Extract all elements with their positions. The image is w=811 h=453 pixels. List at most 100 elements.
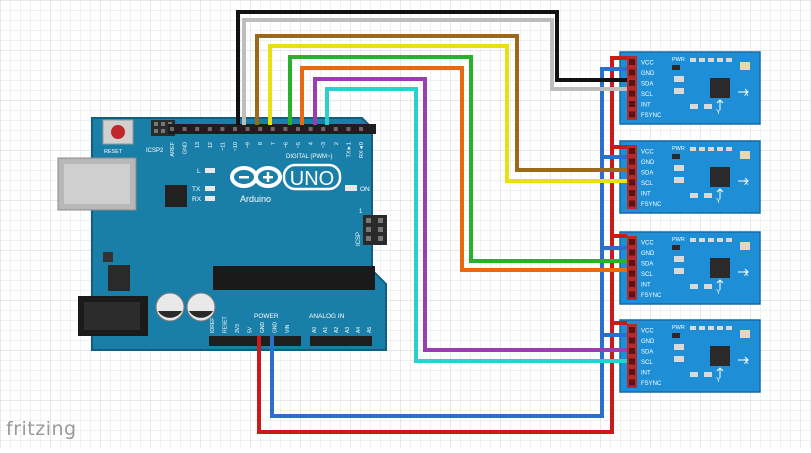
wire-gnd [600,67,627,157]
wire-green [288,55,627,263]
mpu-chip [710,258,730,278]
pin-header [627,236,637,300]
header-hole [283,127,288,131]
power-pin-label: GND [273,322,279,334]
header-hole [308,127,313,131]
analog-header [310,336,372,346]
header-hole [346,127,351,131]
header-hole [359,127,363,131]
mpu-chip [710,78,730,98]
module-pin-label: VCC [641,61,654,67]
module-pin-label: FSYNC [641,202,662,208]
fritzing-logo: fritzing [6,418,77,440]
digital-pin-label: 7 [271,142,277,145]
axis-x-label: X [744,180,749,187]
led-on [345,185,357,191]
module-pin-label: FSYNC [641,113,662,119]
analog-label: ANALOG IN [309,313,345,320]
header-hole [258,127,263,131]
mpu-chip [710,346,730,366]
mpu-module-group: VCCGNDSDASCLINTFSYNCPWRXYVCCGNDSDASCLINT… [619,51,761,393]
module-pin-label: VCC [641,329,654,335]
led-tx-label: TX [192,186,201,193]
header-hole [182,127,187,131]
digital-pin-label: ~10 [233,142,239,151]
pin-header [627,324,637,388]
analog-pin-label: A3 [345,327,351,333]
wire-vcc [610,56,627,147]
module-pin-label: SCL [641,272,653,278]
power-label: POWER [254,313,279,320]
module-pin-label: SDA [641,82,653,88]
led-rx-label: RX [192,196,202,203]
digital-pin-label: 4 [309,142,315,145]
icsp-pin1-label: 1 [359,209,363,215]
wire-brown [255,34,627,172]
module-pin-label: SDA [641,262,653,268]
model-label: UNO [290,168,334,190]
module-pin-label: SDA [641,171,653,177]
led-rx [205,196,215,201]
axis-y-label: Y [716,377,721,384]
module-pin-label: VCC [641,150,654,156]
wire-white [242,18,627,125]
power-pin-label: RESET [223,316,229,333]
header-hole [170,127,174,131]
module-pin-label: INT [641,283,651,289]
pin-header [627,56,637,120]
pin-header [627,145,637,209]
icsp2-label: ICSP2 [146,148,164,154]
digital-pin-label: 13 [195,142,201,148]
regulator [108,265,130,291]
icsp-header [363,215,387,245]
header-hole [296,127,300,131]
icsp-label: ICSP [356,232,362,246]
wire-black [236,10,627,125]
atmega-chip [213,266,375,290]
module-pin-label: FSYNC [641,293,662,299]
wire-orange [300,66,627,272]
pwr-label: PWR [672,146,685,152]
led-l [205,168,215,173]
wire-gnd [270,333,627,418]
uno-badge [282,163,342,191]
power-pin-label: GND [260,322,266,334]
header-hole [220,127,225,131]
header-hole [270,127,275,131]
wire-purple [313,77,627,352]
power-header [209,336,301,346]
axis-y-label: Y [716,109,721,116]
digital-pin-label: TX►1 [346,142,352,158]
header-hole [207,127,212,131]
digital-pin-label: 12 [208,142,214,148]
led-tx [205,186,215,191]
wire-yellow [268,44,627,183]
axis-x-label: X [744,359,749,366]
digital-pin-label: RX◄0 [359,142,365,158]
axis-y-label: Y [716,198,721,205]
module-pin-label: SCL [641,92,653,98]
mpu-chip [710,167,730,187]
power-pin-label: 3V3 [235,324,241,333]
module-pin-label: SCL [641,360,653,366]
digital-pin-label: ~9 [246,142,252,148]
digital-pin-label: ~6 [283,142,289,148]
module-pin-label: SCL [641,181,653,187]
power-pin-label: IOREF [210,318,216,333]
axis-x-label: X [744,91,749,98]
digital-pin-label: GND [183,142,189,154]
digital-pin-label: 2 [334,142,340,145]
digital-pin-label: ~5 [296,142,302,148]
module-pin-label: GND [641,71,655,77]
power-pin-label: 5V [248,326,254,333]
usb-chip [165,185,187,207]
digital-pin-label: ~3 [321,142,327,148]
digital-pin-label: AREF [170,141,176,156]
axis-y-label: Y [716,289,721,296]
